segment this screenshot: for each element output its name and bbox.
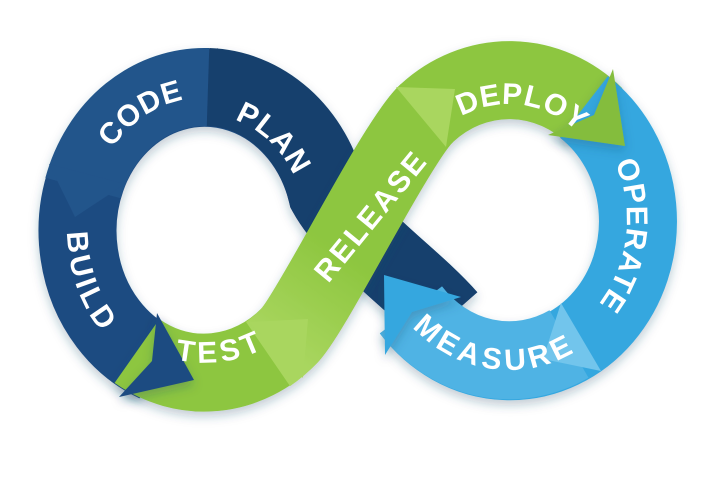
measure-to-plan-arrowhead-icon [384,275,461,355]
plan-segment-overlay [205,48,478,345]
build-to-test-arrowhead-icon [119,313,194,397]
code-build-divider-chevron [49,164,125,217]
operate-measure-band [379,76,677,401]
test-release-divider-chevron [249,319,308,378]
flow-arrowheads [119,69,625,397]
deploy-to-operate-arrowhead-icon [548,69,625,146]
release-deploy-divider-chevron [396,87,455,147]
operate-measure-divider-chevron [543,303,601,371]
test-release-deploy-band [114,41,623,412]
code-segment-overlay [45,47,210,200]
